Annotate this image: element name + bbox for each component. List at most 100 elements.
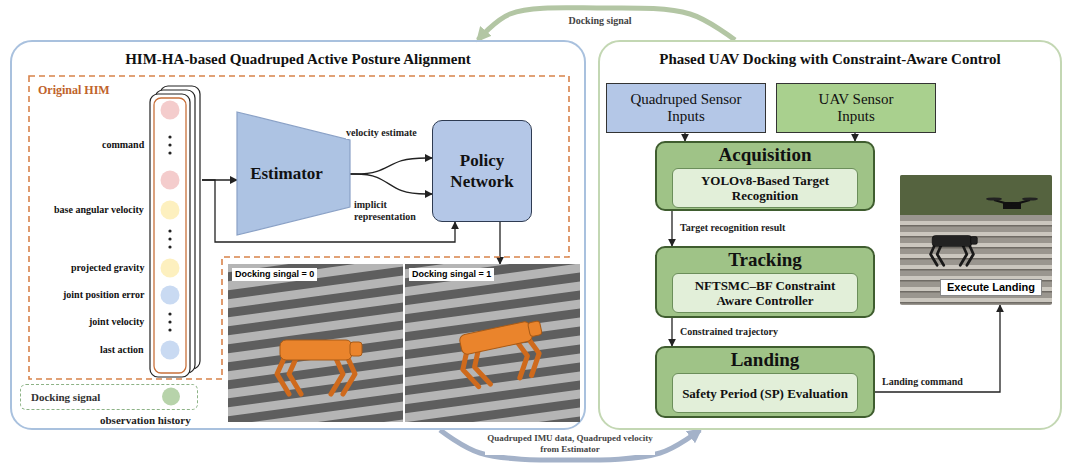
ellipsis-dot bbox=[168, 151, 171, 154]
stage-box: AcquisitionYOLOv8-Based Target Recogniti… bbox=[655, 141, 875, 211]
panel-divider bbox=[403, 264, 405, 422]
feature-circle bbox=[162, 388, 180, 406]
method-box: Safety Period (SP) Evaluation bbox=[672, 373, 858, 413]
estimator-trapezoid bbox=[237, 112, 350, 235]
feature-label: command bbox=[102, 139, 144, 151]
feature-circle bbox=[161, 286, 180, 305]
connector-arrow bbox=[671, 318, 672, 346]
image-caption: Docking singal = 0 bbox=[232, 268, 317, 281]
drone-rotor bbox=[986, 197, 1002, 200]
photo-trees bbox=[900, 175, 1052, 215]
stage-title: Acquisition bbox=[657, 144, 873, 166]
process-box: Policy Network bbox=[432, 120, 532, 222]
robot-figure bbox=[931, 236, 978, 266]
drone-arm bbox=[1012, 200, 1030, 205]
robot-head bbox=[528, 321, 543, 337]
photo-ground bbox=[900, 175, 1052, 305]
connector-arrow bbox=[854, 133, 855, 141]
photo-step-shadow bbox=[900, 302, 1052, 304]
stair-step bbox=[228, 398, 403, 422]
panel-title: HIM-HA-based Quadruped Active Posture Al… bbox=[12, 51, 584, 68]
ellipsis-dot bbox=[168, 328, 171, 331]
ellipsis-dot bbox=[168, 135, 171, 138]
ellipsis-dot bbox=[168, 229, 171, 232]
stair-step bbox=[405, 404, 580, 422]
robot-figure bbox=[277, 340, 362, 394]
robot-body bbox=[459, 321, 534, 356]
block-label: Policy Network bbox=[437, 150, 527, 192]
block-label: Estimator bbox=[250, 164, 323, 184]
stack-outline bbox=[154, 98, 186, 373]
robot-head bbox=[971, 237, 978, 245]
feature-circle bbox=[161, 101, 180, 120]
robot-body bbox=[932, 236, 972, 247]
feature-circle bbox=[161, 259, 180, 278]
stage-box: TrackingNFTSMC–BF Constraint Aware Contr… bbox=[655, 246, 875, 318]
photo-step bbox=[900, 298, 1052, 302]
edge-label: Target recognition result bbox=[680, 222, 785, 234]
connector-arrow bbox=[684, 133, 685, 141]
stage-box: LandingSafety Period (SP) Evaluation bbox=[655, 346, 875, 418]
method-label: Safety Period (SP) Evaluation bbox=[682, 386, 848, 401]
sim-stairs bbox=[228, 264, 403, 422]
feature-circle bbox=[161, 341, 180, 360]
caption-label: observation history bbox=[100, 414, 191, 427]
flow-arc bbox=[478, 8, 735, 40]
drone-rotor bbox=[1022, 197, 1038, 200]
stage-title: Landing bbox=[657, 349, 873, 371]
edge-label: Quadruped IMU data, Quadruped velocity f… bbox=[485, 433, 655, 455]
method-box: NFTSMC–BF Constraint Aware Controller bbox=[672, 273, 858, 313]
edge-label: Constrained trajectory bbox=[680, 326, 778, 338]
simulation-image: Docking singal = 0 Docking singal = 1 bbox=[228, 264, 580, 422]
input-label: Docking signal bbox=[31, 391, 100, 403]
connector-arrow bbox=[350, 174, 432, 194]
connector-arrow bbox=[671, 211, 672, 246]
ellipsis-dot bbox=[168, 143, 171, 146]
edge-label: Docking signal bbox=[568, 15, 631, 27]
stack-layer bbox=[150, 94, 190, 377]
method-box: YOLOv8-Based Target Recognition bbox=[672, 168, 858, 208]
landing-photo: Execute Landing bbox=[900, 175, 1052, 305]
robot-head bbox=[350, 342, 362, 356]
ellipsis-dot bbox=[168, 245, 171, 248]
photo-step-shadow bbox=[900, 225, 1052, 227]
method-label: YOLOv8-Based Target Recognition bbox=[677, 173, 853, 203]
group-title: Original HIM bbox=[38, 83, 110, 98]
ellipsis-dot bbox=[168, 237, 171, 240]
edge-label: implicit representation bbox=[354, 199, 428, 223]
feature-circle bbox=[161, 171, 180, 190]
image-caption: Docking singal = 1 bbox=[409, 268, 494, 281]
ellipsis-dot bbox=[168, 312, 171, 315]
ellipsis-dot bbox=[168, 320, 171, 323]
feature-label: base angular velocity bbox=[54, 204, 144, 216]
drone-arm bbox=[994, 200, 1012, 205]
docking-input: Docking signal bbox=[20, 384, 198, 410]
input-box: UAV Sensor Inputs bbox=[776, 83, 936, 133]
drone-figure bbox=[986, 197, 1038, 209]
feature-label: joint position error bbox=[63, 289, 144, 301]
box-label: UAV Sensor Inputs bbox=[803, 91, 909, 125]
panel-title: Phased UAV Docking with Constraint-Aware… bbox=[600, 51, 1060, 68]
photo-step-shadow bbox=[900, 258, 1052, 260]
feature-label: joint velocity bbox=[89, 316, 144, 328]
flow-arc bbox=[440, 430, 700, 460]
photo-step bbox=[900, 254, 1052, 258]
feature-circle bbox=[161, 201, 180, 220]
dashed-outline bbox=[29, 76, 569, 379]
robot-figure bbox=[456, 319, 550, 389]
sim-stairs bbox=[405, 264, 580, 422]
edge-label: velocity estimate bbox=[346, 127, 417, 139]
photo-caption: Execute Landing bbox=[940, 279, 1042, 296]
feature-label: projected gravity bbox=[71, 262, 144, 274]
module-panel: HIM-HA-based Quadruped Active Posture Al… bbox=[10, 40, 586, 430]
photo-step bbox=[900, 221, 1052, 225]
observation-stack-art bbox=[38, 86, 202, 378]
connector-arrow bbox=[875, 305, 1000, 392]
robot-body bbox=[280, 340, 352, 360]
photo-step bbox=[900, 265, 1052, 269]
module-panel: Phased UAV Docking with Constraint-Aware… bbox=[598, 40, 1062, 430]
connector-arrow bbox=[350, 158, 432, 174]
photo-step bbox=[900, 232, 1052, 236]
box-label: Quadruped Sensor Inputs bbox=[623, 91, 749, 125]
